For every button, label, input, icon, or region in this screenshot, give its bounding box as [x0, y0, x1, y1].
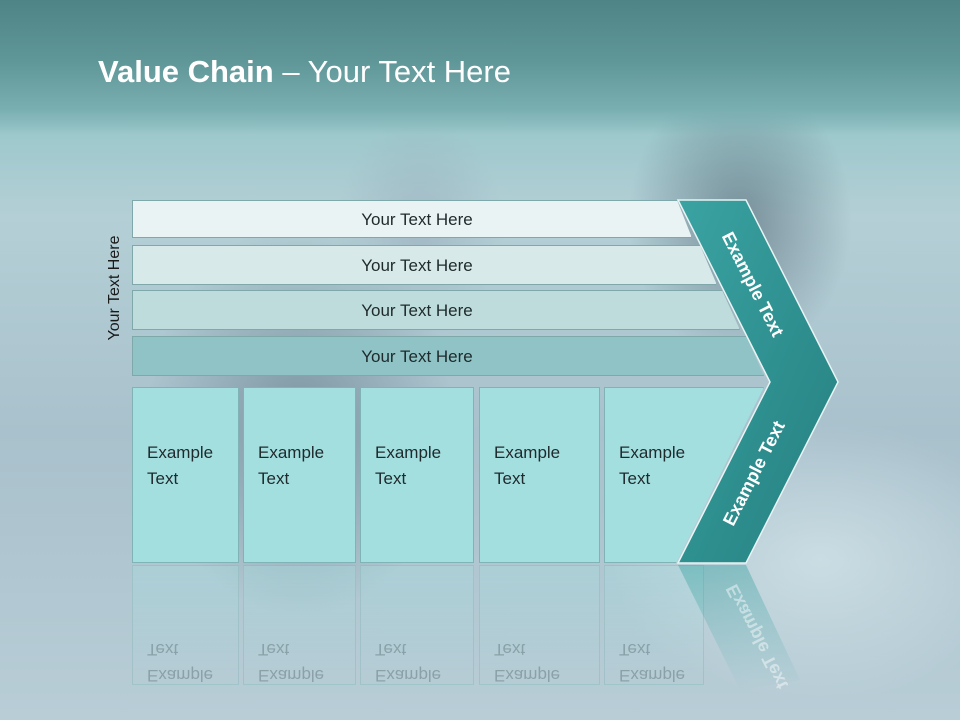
column-1-text: Example Text [147, 443, 214, 488]
bar-3: Your Text Here [132, 290, 740, 330]
column-3: Example Text [360, 387, 474, 563]
title-band [0, 0, 960, 135]
column-3-reflection: Example Text [360, 565, 474, 685]
column-5-text: Example Text [619, 443, 686, 488]
column-1: Example Text [132, 387, 239, 563]
bar-2-text: Your Text Here [361, 256, 473, 275]
title-bold: Value Chain [98, 54, 274, 89]
bar-1-text: Your Text Here [361, 210, 473, 229]
column-3-text: Example Text [375, 443, 442, 488]
chevron-shape [676, 199, 839, 564]
bar-1: Your Text Here [132, 200, 692, 238]
column-4-reflection: Example Text [479, 565, 600, 685]
slide-title: Value Chain – Your Text Here [98, 54, 511, 90]
column-2-text: Example Text [258, 443, 325, 488]
bar-3-text: Your Text Here [361, 301, 473, 320]
column-2-reflection: Example Text [243, 565, 356, 685]
column-1-reflection: Example Text [132, 565, 239, 685]
column-4: Example Text [479, 387, 600, 563]
bar-4: Your Text Here [132, 336, 764, 376]
column-5-reflection: Example Text [604, 565, 704, 685]
bar-4-text: Your Text Here [361, 347, 473, 366]
chevron-reflection [678, 565, 800, 690]
title-rest: – Your Text Here [273, 54, 511, 89]
column-2: Example Text [243, 387, 356, 563]
bar-2: Your Text Here [132, 245, 717, 285]
column-4-text: Example Text [494, 443, 561, 488]
